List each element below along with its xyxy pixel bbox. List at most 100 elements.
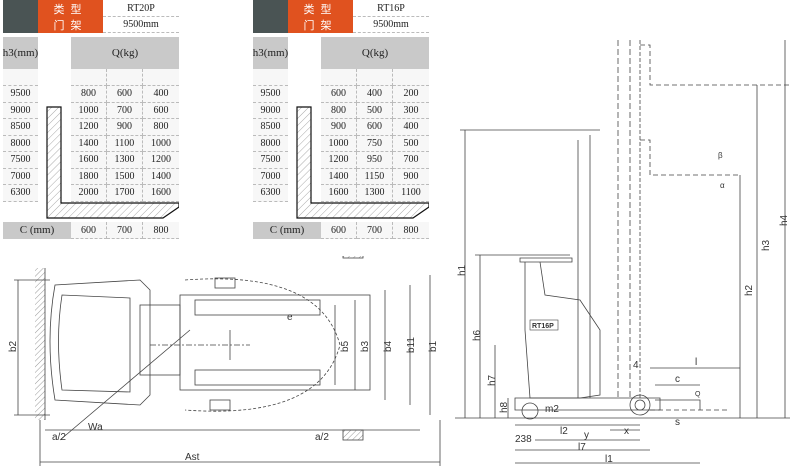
q-cell: 1300 — [357, 185, 393, 202]
q-blank — [357, 69, 393, 86]
h3-header: h3(mm) — [253, 37, 288, 69]
q-cell: 1600 — [321, 185, 357, 202]
q-cell: 800 — [321, 102, 357, 119]
q-cell: 1400 — [71, 135, 107, 152]
label-s: s — [675, 417, 680, 428]
q-cell: 600 — [357, 119, 393, 136]
label-4: 4 — [633, 360, 639, 371]
label-h3: h3 — [761, 239, 772, 251]
label-h6: h6 — [472, 329, 483, 341]
h3-header-line1: h3 — [2, 46, 14, 59]
type-label: 类型 — [288, 0, 353, 17]
label-c: c — [675, 374, 680, 385]
label-h4: h4 — [779, 214, 790, 226]
q-cell: 1150 — [357, 168, 393, 185]
label-b2: b2 — [8, 340, 19, 352]
label-b11: b11 — [406, 337, 417, 353]
h3-header: h3(mm) — [3, 37, 38, 69]
top-view-drawing: b2 e b5 b3 b4 b11 b1 a/2 Wa a/2 Ast — [8, 256, 441, 466]
label-alpha: α — [720, 181, 725, 190]
model-badge — [529, 319, 559, 331]
label-b3: b3 — [360, 340, 371, 352]
q-cell: 1700 — [107, 185, 143, 202]
header-swatch — [3, 0, 38, 33]
q-cell: 950 — [357, 152, 393, 169]
q-cell: 1600 — [71, 152, 107, 169]
fork-bracket-icon — [46, 106, 179, 219]
h3-cell: 7000 — [253, 168, 288, 185]
label-e: e — [287, 312, 293, 323]
q-cell: 2000 — [71, 185, 107, 202]
label-h1: h1 — [457, 264, 468, 276]
q-cell: 700 — [107, 102, 143, 119]
q-cell: 900 — [321, 119, 357, 136]
label-a2-left: a/2 — [52, 432, 66, 443]
label-h8: h8 — [499, 401, 510, 413]
label-238: 238 — [515, 434, 532, 445]
q-cell: 1300 — [107, 152, 143, 169]
q-cell: 1000 — [143, 135, 179, 152]
q-header-line2: (kg) — [119, 46, 139, 59]
c-value: 800 — [143, 222, 179, 239]
label-l2: l2 — [560, 426, 568, 437]
label-m2: m2 — [545, 404, 559, 415]
label-b1: b1 — [428, 340, 439, 352]
label-l1: l1 — [605, 454, 613, 465]
q-cell: 400 — [393, 119, 429, 136]
q-cell: 800 — [71, 86, 107, 103]
mast-label: 门架 — [38, 17, 103, 33]
q-cell: 800 — [143, 119, 179, 136]
h3-cell: 7500 — [3, 152, 38, 169]
c-value: 700 — [107, 222, 143, 239]
h3-cell: 9500 — [3, 86, 38, 103]
q-cell: 500 — [393, 135, 429, 152]
q-blank — [393, 69, 429, 86]
fork-bracket-icon — [296, 106, 429, 219]
q-header: Q(kg) — [321, 37, 429, 69]
h3-header-line2: (mm) — [263, 46, 289, 59]
h3-header-line1: h3 — [252, 46, 264, 59]
q-cell: 600 — [143, 102, 179, 119]
q-cell: 900 — [107, 119, 143, 136]
q-header: Q(kg) — [71, 37, 179, 69]
q-cell: 600 — [107, 86, 143, 103]
h3-cell: 8500 — [253, 119, 288, 136]
mast-height-value: 9500mm — [103, 17, 179, 33]
label-q: Q — [695, 391, 701, 398]
h3-cell: 6300 — [3, 185, 38, 202]
side-view-drawing: RT16P h1 h6 h7 h8 m2 l2 x 238 y l7 l1 h4… — [455, 40, 790, 465]
h3-cell: 7500 — [253, 152, 288, 169]
q-header-line1: Q — [111, 46, 120, 59]
type-label: 类型 — [38, 0, 103, 17]
q-cell: 1200 — [71, 119, 107, 136]
q-cell: 1200 — [321, 152, 357, 169]
h3-cell: 7000 — [3, 168, 38, 185]
q-cell: 1500 — [107, 168, 143, 185]
q-cell: 500 — [357, 102, 393, 119]
label-l: l — [695, 357, 697, 368]
q-cell: 1400 — [321, 168, 357, 185]
c-label: C (mm) — [3, 222, 71, 239]
c-value: 800 — [393, 222, 429, 239]
q-cell: 400 — [357, 86, 393, 103]
h3-cell: 9000 — [253, 102, 288, 119]
q-blank — [143, 69, 179, 86]
h3-cell: 8000 — [253, 135, 288, 152]
label-b5: b5 — [340, 340, 351, 352]
q-cell: 1800 — [71, 168, 107, 185]
label-h7: h7 — [487, 374, 498, 386]
h3-blank — [3, 69, 38, 86]
q-blank — [71, 69, 107, 86]
c-value: 600 — [71, 222, 107, 239]
label-beta: β — [718, 151, 723, 160]
q-cell: 1000 — [71, 102, 107, 119]
q-cell: 1000 — [321, 135, 357, 152]
label-ast: Ast — [185, 452, 200, 463]
q-cell: 200 — [393, 86, 429, 103]
h3-blank — [253, 69, 288, 86]
model-badge-text: RT16P — [532, 323, 554, 330]
mast-height-value: 9500mm — [353, 17, 429, 33]
c-value: 700 — [357, 222, 393, 239]
q-header-line1: Q — [361, 46, 370, 59]
